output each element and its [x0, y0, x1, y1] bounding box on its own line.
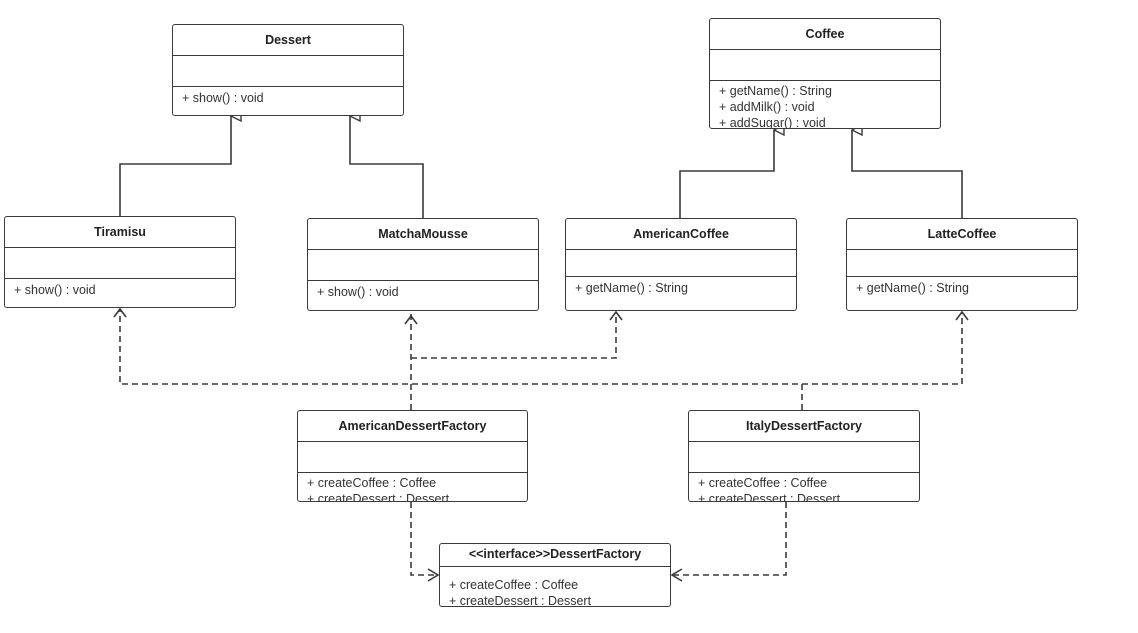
attributes-compartment: [298, 442, 527, 473]
operations-compartment: + createCoffee : Coffee + createDessert …: [298, 473, 527, 502]
operation: + createCoffee : Coffee: [698, 476, 828, 490]
class-name: LatteCoffee: [847, 219, 1077, 250]
operation: + getName() : String: [575, 281, 688, 295]
operation: + show() : void: [14, 283, 96, 297]
operation: + createDessert : Dessert: [449, 594, 592, 607]
arrowhead-americancoffee: [609, 310, 623, 321]
realization-italyfactory-interface: [673, 502, 787, 576]
attributes-compartment: [689, 442, 919, 473]
operation: + createCoffee : Coffee: [449, 578, 579, 592]
arrowhead-tiramisu: [113, 307, 127, 318]
class-italydessertfactory[interactable]: ItalyDessertFactory + createCoffee : Cof…: [688, 410, 920, 502]
arrowhead-interface-right: [670, 568, 683, 582]
dependency-italyfactory-tiramisu: [119, 309, 803, 410]
attributes-compartment: [5, 248, 235, 279]
class-dessert[interactable]: Dessert + show() : void: [172, 24, 404, 116]
generalization-matcha-dessert: [350, 116, 424, 218]
operation: + createDessert : Dessert: [698, 492, 841, 502]
operations-compartment: + show() : void: [173, 87, 403, 106]
class-name: <<interface>>DessertFactory: [440, 544, 670, 567]
attributes-compartment: [308, 250, 538, 281]
operation: + addMilk() : void: [719, 100, 815, 114]
class-name: MatchaMousse: [308, 219, 538, 250]
dependency-americanfactory-americancoffee: [411, 312, 617, 359]
operation: + getName() : String: [719, 84, 832, 98]
operations-compartment: + getName() : String: [566, 277, 796, 296]
class-americancoffee[interactable]: AmericanCoffee + getName() : String: [565, 218, 797, 311]
class-name: Coffee: [710, 19, 940, 50]
operations-compartment: + show() : void: [5, 279, 235, 298]
operation: + createDessert : Dessert: [307, 492, 450, 502]
class-name: AmericanCoffee: [566, 219, 796, 250]
operations-compartment: + createCoffee : Coffee + createDessert …: [440, 567, 670, 607]
arrowhead-latte: [955, 310, 969, 321]
operation: + getName() : String: [856, 281, 969, 295]
attributes-compartment: [173, 56, 403, 87]
arrowhead-matcha: [404, 314, 418, 325]
operation: + show() : void: [317, 285, 399, 299]
realization-americanfactory-interface: [410, 502, 437, 576]
arrowhead-interface-left: [427, 568, 440, 582]
interface-dessertfactory[interactable]: <<interface>>DessertFactory + createCoff…: [439, 543, 671, 607]
operation: + show() : void: [182, 91, 264, 105]
class-lattecoffee[interactable]: LatteCoffee + getName() : String: [846, 218, 1078, 311]
class-name: AmericanDessertFactory: [298, 411, 527, 442]
class-name: ItalyDessertFactory: [689, 411, 919, 442]
operations-compartment: + show() : void: [308, 281, 538, 300]
attributes-compartment: [710, 50, 940, 81]
generalization-americancoffee-coffee: [679, 130, 774, 218]
generalization-tiramisu-dessert: [119, 116, 231, 216]
class-americandessertfactory[interactable]: AmericanDessertFactory + createCoffee : …: [297, 410, 528, 502]
class-coffee[interactable]: Coffee + getName() : String + addMilk() …: [709, 18, 941, 129]
operations-compartment: + getName() : String + addMilk() : void …: [710, 81, 940, 129]
class-matchamousse[interactable]: MatchaMousse + show() : void: [307, 218, 539, 311]
dependency-italyfactory-latte: [802, 312, 963, 385]
operations-compartment: + createCoffee : Coffee + createDessert …: [689, 473, 919, 502]
operation: + createCoffee : Coffee: [307, 476, 437, 490]
attributes-compartment: [847, 250, 1077, 277]
operation: + addSugar() : void: [719, 116, 826, 129]
operations-compartment: + getName() : String: [847, 277, 1077, 296]
class-name: Dessert: [173, 25, 403, 56]
class-name: Tiramisu: [5, 217, 235, 248]
attributes-compartment: [566, 250, 796, 277]
class-tiramisu[interactable]: Tiramisu + show() : void: [4, 216, 236, 308]
generalization-latte-coffee: [852, 130, 963, 218]
